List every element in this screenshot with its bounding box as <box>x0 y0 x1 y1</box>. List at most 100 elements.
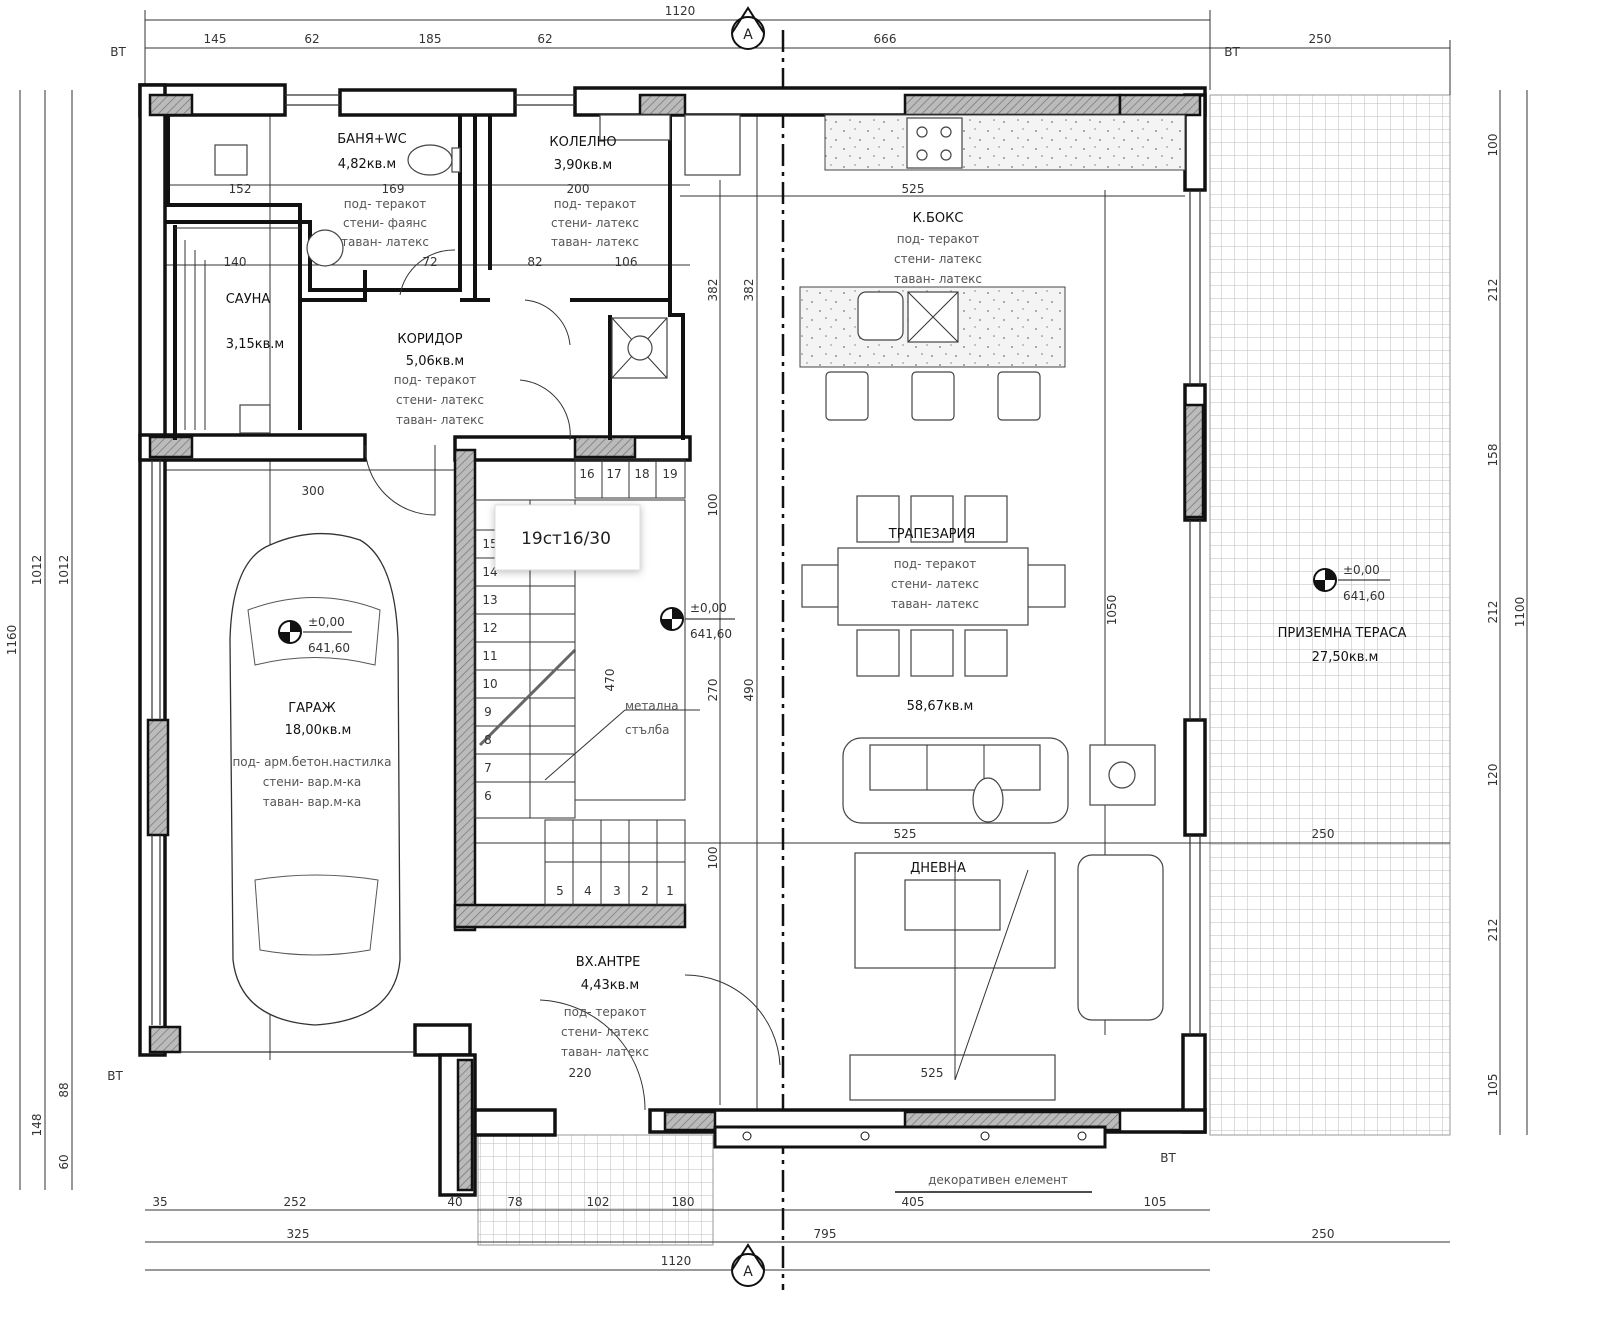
elevation-abs-garage: 641,60 <box>308 641 350 655</box>
dimension-interior: 1050 <box>1105 595 1119 626</box>
stair-step-number: 7 <box>484 761 492 775</box>
doors <box>364 249 781 1111</box>
elevation-marker-terrace <box>1313 568 1390 592</box>
stair-step-number: 17 <box>606 467 621 481</box>
dimension-interior: 152 <box>229 182 252 196</box>
room-name-boiler: КОЛЕЛНО <box>549 135 616 150</box>
garage-finish-ceiling: таван- вар.м-ка <box>263 795 362 809</box>
stair-step-number: 14 <box>482 565 497 579</box>
dimension-left: 148 <box>30 1114 44 1137</box>
dimension-interior: 470 <box>603 669 617 692</box>
stair-step-number: 1 <box>666 884 674 898</box>
boiler-finish-walls: стени- латекс <box>551 216 639 230</box>
dimension-interior: 220 <box>569 1066 592 1080</box>
dimension-interior: 525 <box>894 827 917 841</box>
dimension-left: 1160 <box>5 625 19 656</box>
room-area-boiler: 3,90кв.м <box>554 158 612 173</box>
stair-label-line1: метална <box>625 699 679 713</box>
corridor-finish-walls: стени- латекс <box>396 393 484 407</box>
stair-step-number: 11 <box>482 649 497 663</box>
stair-step-number: 18 <box>634 467 649 481</box>
dimension-right: 212 <box>1486 919 1500 942</box>
dimension-interior: 100 <box>706 494 720 517</box>
bt-label: ВТ <box>1224 45 1240 59</box>
dining-furniture <box>801 495 1066 677</box>
garage-finish-walls: стени- вар.м-ка <box>263 775 362 789</box>
room-name-dining: ТРАПЕЗАРИЯ <box>888 527 976 542</box>
dimension-top: 62 <box>304 32 319 46</box>
bt-label: ВТ <box>110 45 126 59</box>
dimension-top: 145 <box>204 32 227 46</box>
kitchen-finish-floor: под- теракот <box>897 232 980 246</box>
dimension-interior: 300 <box>302 484 325 498</box>
dimension-bottom: 250 <box>1312 1227 1335 1241</box>
terrace-tiles <box>1209 94 1451 1136</box>
dimension-right: 212 <box>1486 601 1500 624</box>
room-area-sauna: 3,15кв.м <box>226 337 284 352</box>
dimension-interior: 100 <box>706 847 720 870</box>
room-name-garage: ГАРАЖ <box>288 701 336 716</box>
bt-label: ВТ <box>1160 1151 1176 1165</box>
stair-step-number: 19 <box>662 467 677 481</box>
dining-finish-walls: стени- латекс <box>891 577 979 591</box>
stair-step-number: 8 <box>484 733 492 747</box>
section-marker-bottom: A <box>731 1243 765 1287</box>
dimension-bottom: 795 <box>814 1227 837 1241</box>
stair-step-number: 10 <box>482 677 497 691</box>
room-name-sauna: САУНА <box>226 292 271 307</box>
dimension-interior: 169 <box>382 182 405 196</box>
boiler-finish-floor: под- теракот <box>554 197 637 211</box>
dimension-left: 1012 <box>57 555 71 586</box>
bath-finish-ceiling: таван- латекс <box>341 235 429 249</box>
stair-step-number: 9 <box>484 705 492 719</box>
stairs <box>474 459 700 906</box>
boiler-finish-ceiling: таван- латекс <box>551 235 639 249</box>
dimension-top: 250 <box>1309 32 1332 46</box>
dimension-top: 185 <box>419 32 442 46</box>
dimension-right: 158 <box>1486 444 1500 467</box>
corridor-finish-ceiling: таван- латекс <box>396 413 484 427</box>
bath-finish-walls: стени- фаянс <box>343 216 427 230</box>
dimension-right: 120 <box>1486 764 1500 787</box>
dimension-interior: 525 <box>921 1066 944 1080</box>
stair-step-number: 6 <box>484 789 492 803</box>
section-marker-top: A <box>731 6 765 50</box>
dimension-bottom: 105 <box>1144 1195 1167 1209</box>
dimension-right: 100 <box>1486 134 1500 157</box>
dimension-bottom: 1120 <box>661 1254 692 1268</box>
stair-step-number: 4 <box>584 884 592 898</box>
car-outline <box>229 532 401 1026</box>
dimension-bottom: 35 <box>152 1195 167 1209</box>
dimension-bottom: 78 <box>507 1195 522 1209</box>
room-area-garage: 18,00кв.м <box>285 723 352 738</box>
entry-finish-floor: под- теракот <box>564 1005 647 1019</box>
dimension-bottom: 405 <box>902 1195 925 1209</box>
dimension-bottom: 325 <box>287 1227 310 1241</box>
stair-step-number: 13 <box>482 593 497 607</box>
room-area-corridor: 5,06кв.м <box>406 354 464 369</box>
dimension-left: 1012 <box>30 555 44 586</box>
dimension-right: 1100 <box>1513 597 1527 628</box>
section-label-top: A <box>743 27 753 43</box>
dimension-interior: 200 <box>567 182 590 196</box>
dimension-left: 88 <box>57 1082 71 1097</box>
stair-step-number: 3 <box>613 884 621 898</box>
dimension-interior: 82 <box>527 255 542 269</box>
kitchen-furniture <box>684 114 1186 421</box>
elevation-level-terrace: ±0,00 <box>1343 563 1380 577</box>
dining-finish-floor: под- теракот <box>894 557 977 571</box>
dimension-bottom: 252 <box>284 1195 307 1209</box>
elevation-marker-garage <box>278 620 352 644</box>
kitchen-finish-ceiling: таван- латекс <box>894 272 982 286</box>
kitchen-finish-walls: стени- латекс <box>894 252 982 266</box>
stair-step-number: 12 <box>482 621 497 635</box>
bathroom-fixtures <box>175 114 671 434</box>
stair-step-number: 2 <box>641 884 649 898</box>
room-area-entry: 4,43кв.м <box>581 978 639 993</box>
dimension-right: 212 <box>1486 279 1500 302</box>
room-area-dining: 58,67кв.м <box>907 699 974 714</box>
decorative-element <box>713 1125 1107 1193</box>
dimension-interior: 106 <box>615 255 638 269</box>
stair-tooltip-text: 19ст16/30 <box>521 529 611 549</box>
